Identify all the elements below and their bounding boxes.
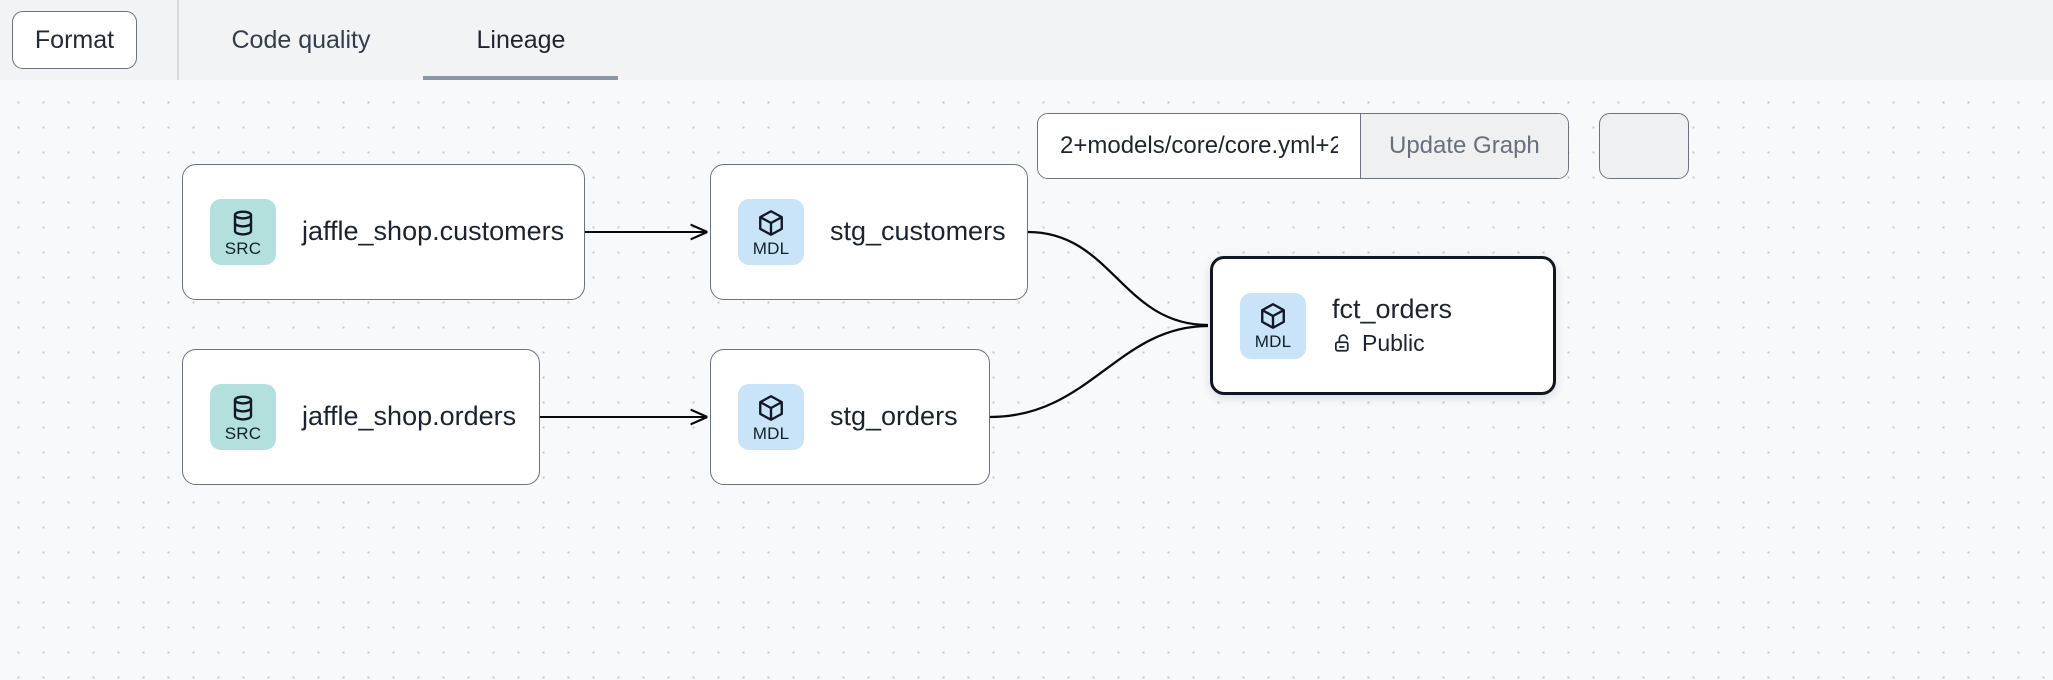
cube-icon [759, 209, 783, 236]
edge-stgcustomers-to-fctorders [1027, 230, 1209, 327]
source-badge: SRC [210, 199, 276, 265]
tab-lineage[interactable]: Lineage [423, 0, 619, 80]
graph-selector-input[interactable] [1038, 114, 1360, 178]
graph-options-button[interactable] [1598, 113, 1689, 179]
tab-code-quality[interactable]: Code quality [231, 25, 371, 54]
badge-label: SRC [224, 423, 262, 443]
node-body: jaffle_shop.orders [302, 401, 516, 432]
access-label: Public [1362, 329, 1425, 356]
lineage-node-stg-orders[interactable]: MDL stg_orders [710, 349, 990, 485]
badge-label: MDL [752, 423, 790, 443]
update-graph-button[interactable]: Update Graph [1360, 114, 1568, 178]
database-icon [233, 209, 253, 236]
node-title: stg_orders [830, 401, 958, 432]
model-badge: MDL [738, 384, 804, 450]
node-title: jaffle_shop.orders [302, 401, 517, 432]
edge-stgorders-to-fctorders [989, 324, 1209, 419]
model-badge: MDL [738, 199, 804, 265]
toolbar-divider [177, 0, 179, 80]
tab-bar: Code quality Lineage [179, 0, 619, 80]
toolbar: Format Code quality Lineage [0, 0, 2053, 80]
node-body: fct_orders Public [1332, 294, 1452, 356]
source-badge: SRC [210, 384, 276, 450]
node-body: stg_orders [830, 401, 958, 432]
unlock-icon [1334, 334, 1349, 352]
badge-label: MDL [752, 238, 790, 258]
node-body: jaffle_shop.customers [302, 216, 564, 247]
lineage-node-jaffle-shop-customers[interactable]: SRC jaffle_shop.customers [182, 164, 585, 300]
node-access: Public [1332, 330, 1452, 357]
lineage-edges [540, 80, 1209, 680]
lineage-canvas[interactable]: SRC jaffle_shop.customers MDL stg_custom… [0, 80, 2053, 680]
cube-icon [759, 394, 783, 421]
lineage-node-fct-orders[interactable]: MDL fct_orders Public [1210, 256, 1556, 395]
selector-group: Update Graph [1037, 113, 1569, 179]
node-body: stg_customers [830, 216, 1006, 247]
format-button[interactable]: Format [12, 11, 137, 69]
badge-label: SRC [224, 238, 262, 258]
database-icon [233, 394, 253, 421]
graph-controls: Update Graph [1037, 113, 1689, 179]
lineage-node-stg-customers[interactable]: MDL stg_customers [710, 164, 1028, 300]
model-badge: MDL [1240, 292, 1306, 359]
cube-icon [1261, 303, 1285, 329]
node-title: fct_orders [1332, 294, 1453, 325]
lineage-node-jaffle-shop-orders[interactable]: SRC jaffle_shop.orders [182, 349, 540, 485]
node-title: jaffle_shop.customers [302, 216, 565, 247]
badge-label: MDL [1254, 332, 1292, 351]
node-title: stg_customers [830, 216, 1006, 247]
